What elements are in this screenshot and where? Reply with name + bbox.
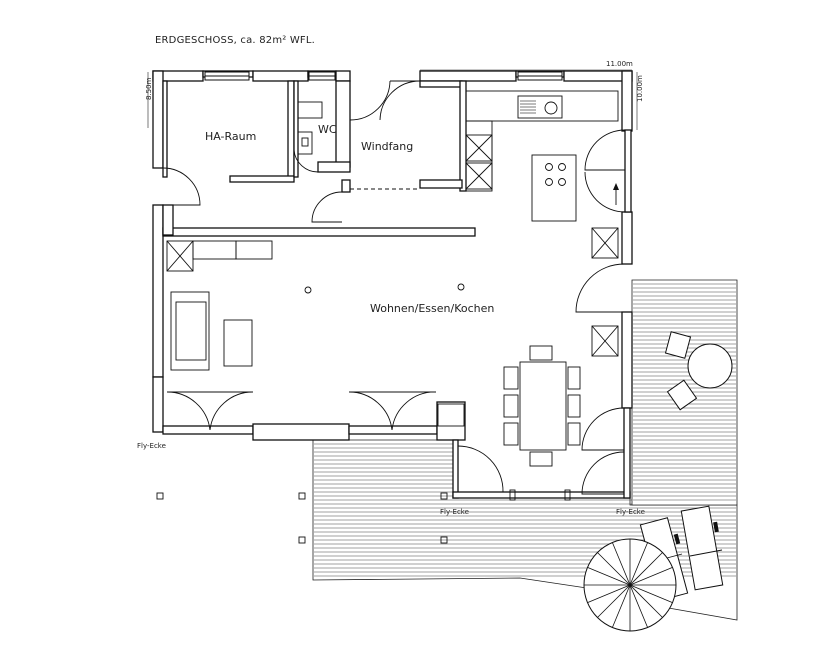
- kitchen-island: [531, 154, 577, 222]
- dimension-right-height: 10.00m: [636, 75, 644, 102]
- sun-lounger: [680, 505, 724, 591]
- fly-ecke-label: Fly-Ecke: [616, 508, 645, 516]
- inner-walls: [162, 80, 476, 237]
- plan-title: ERDGESCHOSS, ca. 82m² WFL.: [155, 35, 315, 46]
- room-label-wohnen: Wohnen/Essen/Kochen: [370, 302, 494, 315]
- living-furniture: [166, 240, 465, 427]
- posts: [156, 489, 571, 544]
- dimension-width: 11.00m: [606, 60, 633, 68]
- doors: [162, 80, 626, 495]
- kitchen: [465, 90, 619, 357]
- room-label-wc: WC: [318, 123, 337, 136]
- room-label-ha-raum: HA-Raum: [205, 130, 256, 143]
- windows: [204, 71, 563, 81]
- dimension-left-height: 8.50m: [145, 77, 153, 100]
- fly-ecke-label: Fly-Ecke: [137, 442, 166, 450]
- sofa: [170, 291, 210, 371]
- fly-ecke-label: Fly-Ecke: [440, 508, 469, 516]
- dining-table: [503, 345, 581, 467]
- room-label-windfang: Windfang: [361, 140, 413, 153]
- washbasin-icon: [297, 131, 313, 155]
- round-table: [687, 343, 733, 389]
- outer-walls: [152, 70, 633, 499]
- terrace-furniture: [583, 331, 733, 632]
- wc-fixtures: [297, 101, 323, 155]
- umbrella-icon: [583, 538, 677, 632]
- toilet-icon: [297, 101, 323, 119]
- coffee-table: [223, 319, 253, 367]
- sink-icon: [544, 101, 558, 115]
- chair: [666, 379, 698, 411]
- chair: [664, 331, 692, 359]
